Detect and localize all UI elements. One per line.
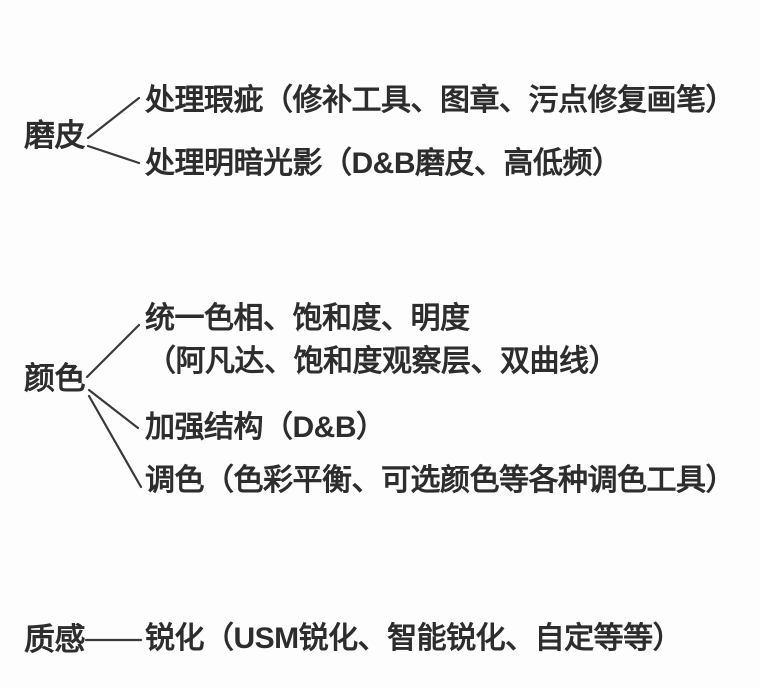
root-node-mopi: 磨皮 bbox=[24, 118, 86, 153]
branch-line-yanse-3 bbox=[87, 394, 143, 489]
branch-line-yanse-2 bbox=[87, 388, 140, 430]
child-node-yanse-structure: 加强结构（D&B） bbox=[145, 411, 386, 444]
child-node-yanse-unify-line1: 统一色相、饱和度、明度 bbox=[145, 302, 470, 335]
branch-line-mopi-1 bbox=[86, 96, 141, 140]
child-node-zhigan-sharpen: 锐化（USM锐化、智能锐化、自定等等） bbox=[145, 622, 683, 655]
branch-line-mopi-2 bbox=[86, 144, 141, 165]
branch-line-yanse-1 bbox=[85, 323, 141, 379]
root-node-zhigan: 质感 bbox=[24, 622, 86, 657]
child-node-yanse-unify-line2: （阿凡达、饱和度观察层、双曲线） bbox=[146, 345, 619, 378]
child-node-yanse-grading: 调色（色彩平衡、可选颜色等各种调色工具） bbox=[145, 464, 736, 497]
child-node-mopi-blemish: 处理瑕疵（修补工具、图章、污点修复画笔） bbox=[145, 84, 736, 117]
root-node-yanse: 颜色 bbox=[24, 361, 86, 396]
child-node-mopi-light-shadow: 处理明暗光影（D&B磨皮、高低频） bbox=[145, 147, 622, 180]
